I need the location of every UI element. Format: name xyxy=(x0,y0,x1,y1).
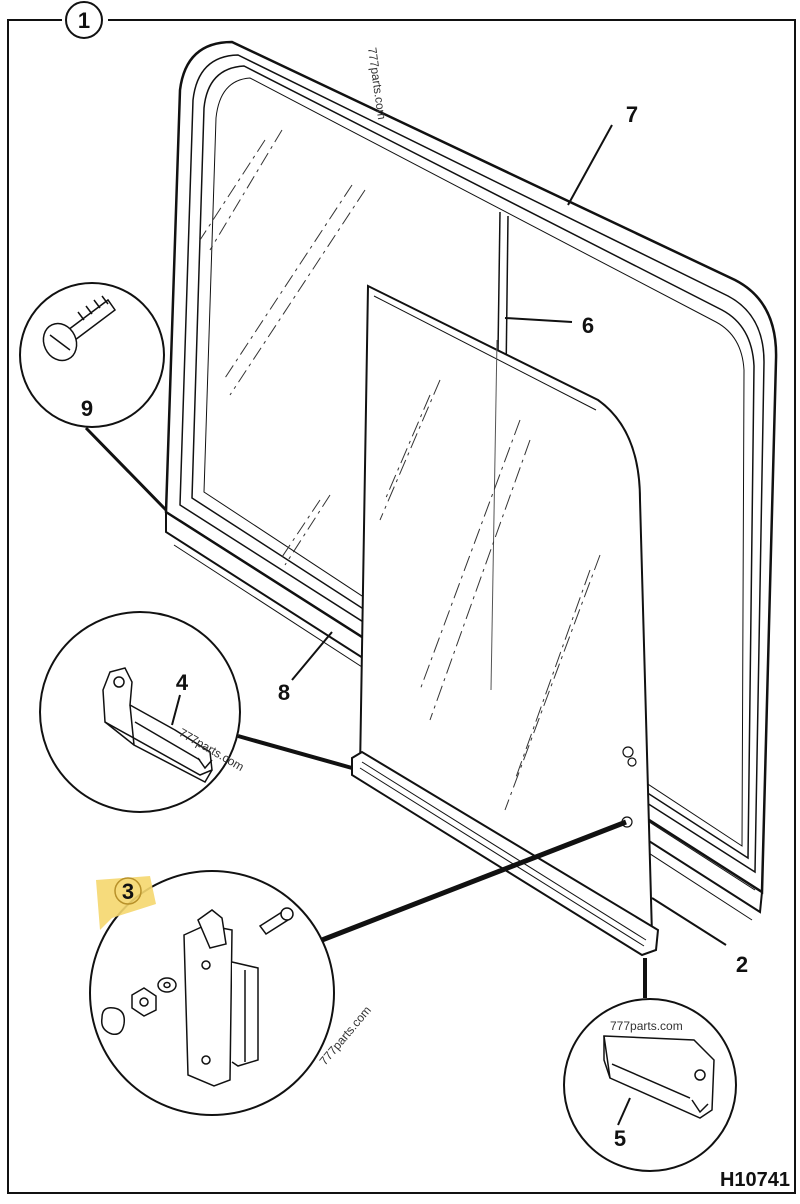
pane-screw-heads xyxy=(621,746,637,828)
callout-4: 4 xyxy=(176,670,189,695)
leader-3-detail xyxy=(321,819,627,943)
leader-7 xyxy=(567,124,613,206)
callout-7: 7 xyxy=(626,102,638,127)
slide-channel xyxy=(351,750,660,957)
detail-channel-5: 777parts.com xyxy=(563,958,737,1172)
leader-5 xyxy=(617,1097,631,1126)
callout-leaders xyxy=(171,124,727,1126)
detail-bracket-4: 777parts.com xyxy=(39,611,353,813)
leader-8 xyxy=(291,631,333,681)
detail-bolt xyxy=(19,282,168,512)
sheet-number: 1 xyxy=(78,8,90,33)
callout-5: 5 xyxy=(614,1126,626,1151)
watermark-main: 777parts.com xyxy=(365,46,389,120)
sliding-glass-pane xyxy=(358,284,654,937)
drawing-id: H10741 xyxy=(720,1169,790,1191)
sheet-number-badge: 1 xyxy=(65,1,103,39)
pane-reflections xyxy=(379,379,601,811)
leader-2 xyxy=(651,897,727,946)
callout-3-ring xyxy=(114,877,142,905)
callout-6: 6 xyxy=(582,313,594,338)
callout-8: 8 xyxy=(278,680,290,705)
callout-9: 9 xyxy=(81,396,93,421)
leader-9-detail xyxy=(84,426,168,512)
diagram-border xyxy=(7,19,796,1194)
leader-4-detail xyxy=(237,734,353,770)
divider-through-glass xyxy=(490,339,498,691)
watermark-detail-5: 777parts.com xyxy=(610,1019,683,1033)
callout-3: 3 xyxy=(122,879,134,904)
leader-4 xyxy=(171,694,181,726)
callout-2: 2 xyxy=(736,952,748,977)
leader-6 xyxy=(504,317,573,323)
glass-reflections xyxy=(199,129,366,566)
